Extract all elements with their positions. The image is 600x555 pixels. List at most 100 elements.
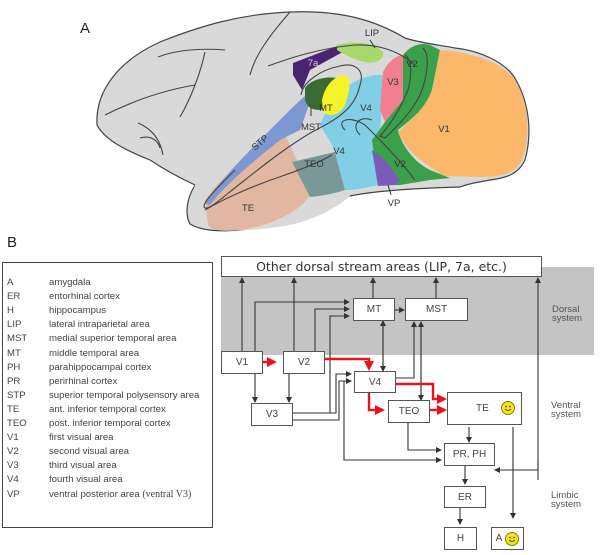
legend-description-text: second visual area	[49, 446, 129, 458]
legend-description-text: third visual area	[49, 460, 117, 472]
legend-description: post. inferior temporal cortex	[49, 418, 171, 429]
legend-abbreviation: V2	[7, 446, 19, 458]
legend-description-text: lateral intraparietal area	[49, 319, 150, 331]
node-er: ER	[444, 486, 486, 508]
legend-row: MT middle temporal area	[7, 348, 212, 360]
legend-description: parahippocampal cortex	[49, 362, 151, 373]
ventral-label-line2: system	[551, 409, 582, 420]
legend-abbreviation: LIP	[7, 319, 22, 331]
legend-description: hippocampus	[49, 305, 106, 316]
node-teo: TEO	[388, 400, 430, 423]
area-lip	[337, 42, 384, 63]
legend-description: medial superior temporal area	[49, 333, 176, 344]
legend-description: middle temporal area	[49, 348, 139, 359]
legend-row: TE ant. inferior temporal cortex	[7, 404, 212, 416]
node-v1: V1	[221, 351, 263, 374]
legend-description: superior temporal polysensory area	[49, 390, 199, 401]
node-te-label: TE	[476, 403, 489, 414]
legend-abbreviation: PH	[7, 361, 21, 373]
limbic-label-line1: Limbic	[551, 490, 579, 501]
node-v4: V4	[354, 371, 396, 393]
node-mt: MT	[353, 298, 395, 321]
legend-description-text: superior temporal polysensory area	[49, 389, 200, 401]
legend-description-text: perirhinal cortex	[49, 375, 118, 387]
area-te	[205, 135, 310, 231]
node-pr-ph-label: PR, PH	[452, 449, 487, 460]
node-a-label: A	[495, 533, 503, 544]
ventral-system-label: Ventral system	[551, 400, 582, 420]
dorsal-system-label: Dorsal system	[552, 304, 582, 324]
dorsal-label-line1: Dorsal	[552, 304, 580, 315]
legend-description: fourth visual area	[49, 474, 123, 485]
limbic-label-line2: system	[551, 499, 582, 510]
legend-abbreviation: TEO	[7, 418, 27, 429]
label-v4-upper: V4	[360, 103, 372, 114]
legend-description: third visual area	[49, 460, 117, 471]
legend-row: V4 fourth visual area	[7, 474, 212, 486]
node-a: A	[491, 527, 524, 550]
legend-description-text: entorhinal cortex	[49, 291, 120, 303]
legend-description: ventral posterior area (ventral V3)	[49, 489, 191, 500]
legend-abbreviation: STP	[7, 389, 26, 401]
limbic-system-label: Limbic system	[551, 490, 582, 510]
node-pr-ph: PR, PH	[444, 443, 495, 466]
node-er-label: ER	[458, 491, 472, 503]
legend-description: lateral intraparietal area	[49, 319, 150, 330]
legend-description-text: post. inferior temporal cortex	[49, 418, 171, 429]
label-v4-lower: V4	[333, 146, 345, 157]
legend-row: V2 second visual area	[7, 446, 212, 458]
label-7a: 7a	[308, 58, 319, 69]
legend-row: ER entorhinal cortex	[7, 291, 212, 303]
ventral-label-line1: Ventral	[551, 400, 581, 411]
legend-abbreviation: V1	[7, 432, 19, 444]
legend-description: second visual area	[49, 446, 129, 457]
label-mst: MST	[301, 122, 321, 133]
label-lip: LIP	[365, 28, 379, 39]
legend-note: (ventral V3)	[142, 488, 192, 500]
other-dorsal-areas-box: Other dorsal stream areas (LIP, 7a, etc.…	[221, 256, 542, 277]
smiley-face-icon	[501, 401, 515, 415]
node-v2: V2	[283, 351, 325, 374]
area-v1	[398, 50, 528, 177]
label-v1: V1	[438, 124, 450, 135]
legend-row: PR perirhinal cortex	[7, 376, 212, 388]
legend-description: ant. inferior temporal cortex	[49, 404, 166, 415]
node-v3: V3	[251, 403, 293, 426]
legend-description-text: parahippocampal cortex	[49, 361, 152, 373]
legend-abbreviation: V4	[7, 474, 19, 486]
node-teo-label: TEO	[398, 406, 420, 417]
label-vp: VP	[388, 198, 401, 209]
label-v3: V3	[387, 77, 399, 88]
legend-abbreviation: TE	[7, 403, 20, 415]
label-v2-lower: V2	[394, 159, 406, 170]
legend-description: perirhinal cortex	[49, 376, 117, 387]
area-mt	[322, 75, 350, 116]
label-teo: TEO	[304, 159, 324, 170]
legend-abbreviation: MT	[7, 347, 21, 359]
sulci-lines	[104, 11, 428, 211]
legend-description-text: hippocampus	[49, 305, 107, 317]
legend-row: MST medial superior temporal area	[7, 333, 212, 345]
label-te: TE	[242, 203, 254, 214]
node-mt-label: MT	[366, 304, 382, 315]
node-mst: MST	[405, 298, 468, 321]
panel-a-label: A	[80, 20, 91, 37]
legend-abbreviation: V3	[7, 460, 19, 472]
brain-illustration: LIP 7a MT MST STP TE TEO V4 V4 V3 V2 V2 …	[96, 11, 530, 232]
area-v2	[372, 44, 450, 185]
legend-description-text: amygdala	[49, 277, 91, 288]
legend-abbreviation: ER	[7, 291, 21, 303]
legend-abbreviation: MST	[7, 333, 28, 345]
node-h-label: H	[456, 533, 465, 544]
legend-abbreviation: PR	[7, 375, 21, 387]
legend-abbreviation: A	[7, 277, 14, 288]
label-v2-upper: V2	[406, 59, 418, 70]
legend-description-text: middle temporal area	[49, 347, 140, 359]
legend-row: STP superior temporal polysensory area	[7, 390, 212, 402]
legend-description-text: medial superior temporal area	[49, 333, 177, 345]
area-vp	[372, 150, 400, 186]
